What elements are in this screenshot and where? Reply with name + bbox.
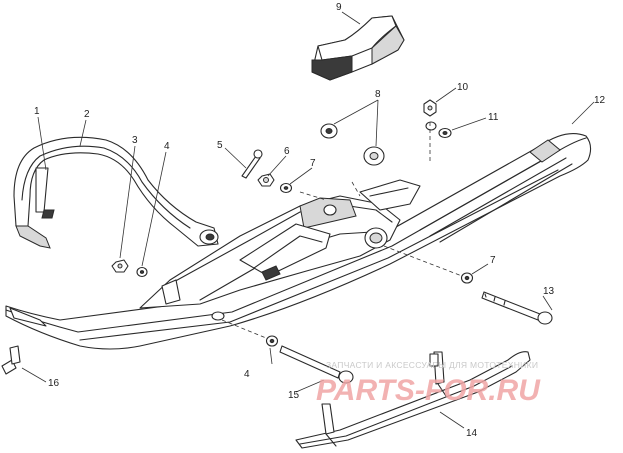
label-4-upper: 4 bbox=[164, 141, 170, 152]
label-14: 14 bbox=[466, 428, 478, 439]
label-2: 2 bbox=[84, 109, 90, 120]
part-7-washer-lower bbox=[460, 272, 474, 284]
label-7-upper: 7 bbox=[310, 158, 316, 169]
leader-lines bbox=[21, 11, 595, 429]
part-4-washer-upper bbox=[136, 266, 148, 278]
part-8-washer-pair bbox=[320, 123, 385, 166]
part-14-skag bbox=[295, 351, 531, 449]
label-1: 1 bbox=[34, 106, 40, 117]
label-9: 9 bbox=[336, 2, 342, 13]
part-4-washer-lower bbox=[265, 335, 279, 347]
part-15-bolt bbox=[279, 345, 354, 384]
ski-spindle-housing bbox=[139, 179, 421, 321]
label-6: 6 bbox=[284, 146, 290, 157]
part-3-nut bbox=[111, 259, 129, 273]
label-12: 12 bbox=[594, 95, 606, 106]
watermark: ЗАПЧАСТИ И АКСЕССУАРЫ ДЛЯ МОТОТЕХНИКИ PA… bbox=[316, 360, 541, 407]
part-16-fastener bbox=[1, 345, 21, 375]
label-16: 16 bbox=[48, 378, 60, 389]
label-13: 13 bbox=[543, 286, 555, 297]
part-number-labels: 1 2 3 4 5 6 7 8 9 10 11 12 7 13 4 15 14 … bbox=[34, 2, 606, 439]
label-7-lower: 7 bbox=[490, 255, 496, 266]
part-5-cotter-pin bbox=[241, 149, 263, 179]
label-3: 3 bbox=[132, 135, 138, 146]
part-10-nut bbox=[423, 99, 437, 117]
label-10: 10 bbox=[457, 82, 469, 93]
label-8: 8 bbox=[375, 89, 381, 100]
part-2-ski-loop bbox=[13, 136, 219, 249]
part-7-washer-upper bbox=[279, 182, 293, 194]
label-15: 15 bbox=[288, 390, 300, 401]
ski-body bbox=[5, 133, 592, 350]
watermark-brand: PARTS-FOR.RU bbox=[316, 374, 541, 407]
part-13-bolt bbox=[481, 291, 553, 325]
part-9-cushion bbox=[311, 15, 405, 81]
label-11: 11 bbox=[488, 112, 499, 123]
label-5: 5 bbox=[217, 140, 223, 151]
part-11-washers bbox=[425, 121, 452, 139]
label-4-lower: 4 bbox=[244, 369, 250, 380]
watermark-tagline: ЗАПЧАСТИ И АКСЕССУАРЫ ДЛЯ МОТОТЕХНИКИ bbox=[326, 360, 538, 370]
part-6-nut bbox=[257, 173, 275, 187]
